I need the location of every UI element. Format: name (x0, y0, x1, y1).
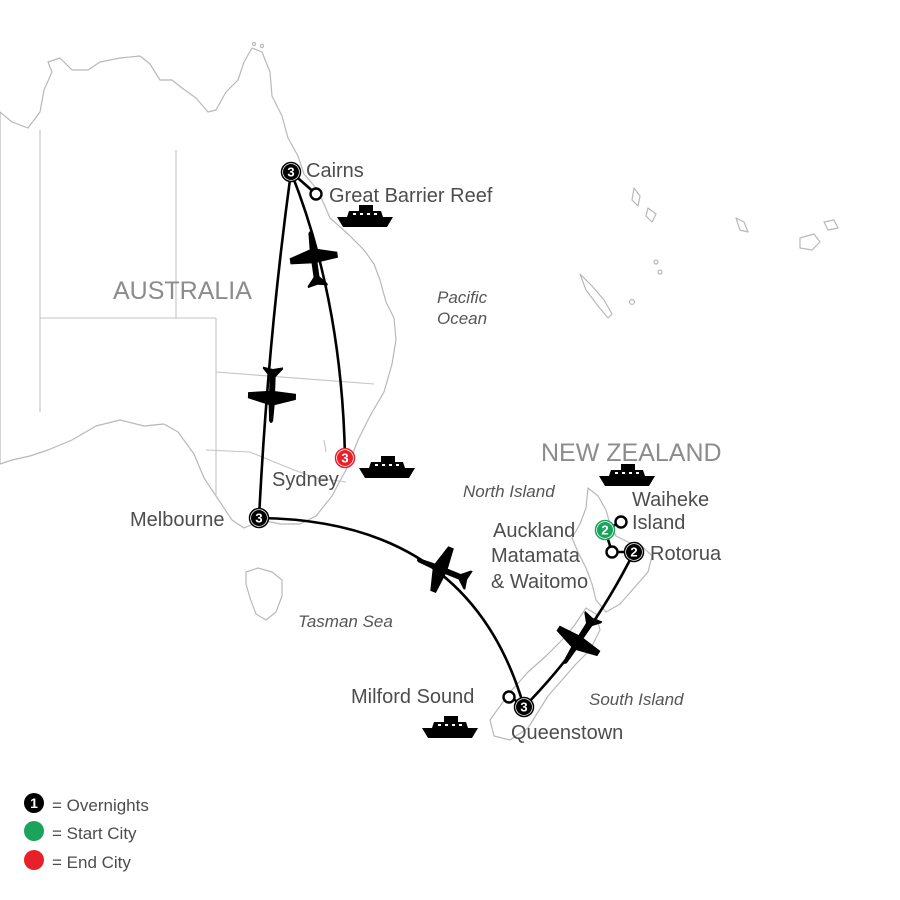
svg-text:3: 3 (341, 451, 348, 466)
badge-auckland-start: 2 (594, 519, 616, 541)
label-australia: AUSTRALIA (113, 277, 252, 305)
airplane-icon (289, 231, 339, 289)
airplane-icon (247, 366, 297, 423)
svg-text:2: 2 (630, 545, 637, 560)
legend: 1 = Overnights = Start City = End City (24, 793, 149, 872)
label-queenstown: Queenstown (511, 722, 623, 744)
label-pacific-ocean-line2: Ocean (437, 309, 487, 328)
label-north-island: North Island (463, 482, 555, 501)
label-great-barrier-reef: Great Barrier Reef (329, 185, 493, 207)
label-melbourne: Melbourne (130, 509, 225, 531)
stop-milford-sound (502, 690, 516, 704)
legend-end-city: = End City (24, 850, 131, 872)
stop-great-barrier-reef (309, 187, 323, 201)
legend-start-city: = Start City (24, 821, 137, 843)
label-waiheke-line2: Island (632, 512, 685, 534)
ship-icon (422, 716, 478, 738)
label-south-island: South Island (589, 690, 684, 709)
label-sydney: Sydney (272, 469, 339, 491)
ship-icon (599, 464, 655, 486)
label-matamata-line2: & Waitomo (491, 571, 588, 593)
svg-text:= Overnights: = Overnights (52, 796, 149, 815)
pacific-islands (251, 41, 839, 319)
badge-cairns: 3 (280, 161, 302, 183)
route-melbourne-cairns (257, 170, 293, 520)
label-new-zealand: NEW ZEALAND (541, 439, 722, 467)
label-pacific-ocean-line1: Pacific (437, 288, 488, 307)
australia-state-borders (39, 130, 375, 496)
route-cairns-sydney (289, 170, 347, 460)
label-rotorua: Rotorua (650, 543, 722, 565)
svg-text:= Start City: = Start City (52, 824, 137, 843)
svg-text:2: 2 (601, 523, 608, 538)
ship-icon (337, 205, 393, 227)
airplane-icon (416, 546, 473, 594)
airplane-icon (556, 610, 603, 664)
label-waiheke-line1: Waiheke (632, 489, 709, 511)
badge-queenstown: 3 (513, 696, 535, 718)
australia-landmass (0, 47, 397, 621)
label-matamata-line1: Matamata (491, 545, 581, 567)
svg-text:3: 3 (255, 511, 262, 526)
svg-text:= End City: = End City (52, 853, 131, 872)
legend-overnights: 1 = Overnights (24, 793, 149, 815)
label-tasman-sea: Tasman Sea (298, 612, 393, 631)
svg-text:3: 3 (520, 700, 527, 715)
badge-sydney-end: 3 (334, 447, 356, 469)
label-milford-sound: Milford Sound (351, 686, 474, 708)
svg-text:3: 3 (287, 165, 294, 180)
badge-melbourne: 3 (248, 507, 270, 529)
label-auckland: Auckland (493, 520, 575, 542)
svg-text:1: 1 (30, 795, 38, 811)
stop-matamata (605, 545, 619, 559)
label-cairns: Cairns (306, 160, 364, 182)
stop-waiheke (614, 515, 628, 529)
ship-icon (359, 456, 415, 478)
badge-rotorua: 2 (623, 541, 645, 563)
